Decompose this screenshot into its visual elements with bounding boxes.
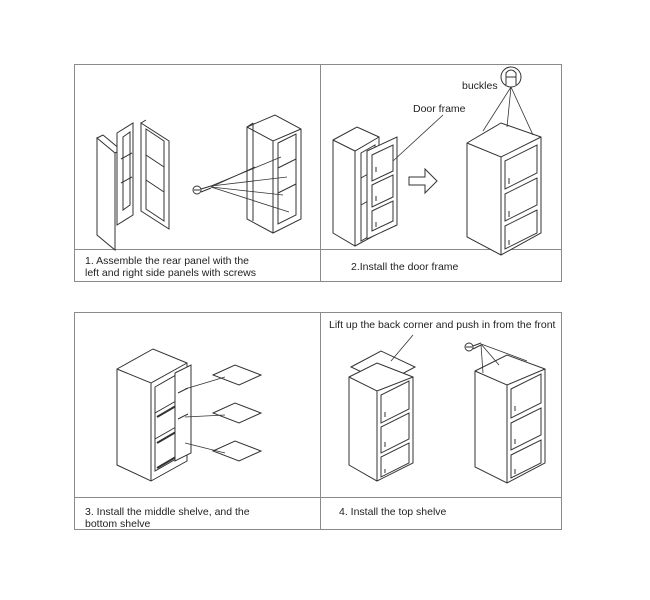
door-frame-pointer-line <box>393 115 443 161</box>
screw-icon <box>193 186 211 194</box>
lift-up-label: Lift up the back corner and push in from… <box>329 319 556 331</box>
step-4-caption: 4. Install the top shelve <box>339 506 447 518</box>
step-4-illustration <box>75 313 563 497</box>
cabinet-with-doors <box>467 123 541 255</box>
shelf-pieces <box>213 365 261 461</box>
steps-panel-top: buckles Door frame 1. Assemble the rear … <box>74 64 562 282</box>
step-1-illustration <box>75 65 320 249</box>
rear-panel <box>117 123 133 225</box>
cabinet-top-lifted <box>349 351 415 481</box>
step-3-illustration <box>75 313 320 497</box>
door-frame-label: Door frame <box>413 103 466 115</box>
buckle-detail-icon <box>501 67 521 87</box>
step-2-caption: 2.Install the door frame <box>351 261 459 273</box>
frame-with-door-frame <box>333 127 397 246</box>
buckles-label: buckles <box>462 80 498 92</box>
lift-pointer-line <box>391 335 413 361</box>
steps-panel-bottom: Lift up the back corner and push in from… <box>74 312 562 530</box>
cabinet-open-front <box>117 349 191 481</box>
completed-cabinet <box>475 355 545 483</box>
panel-divider-vertical <box>320 313 321 529</box>
panel-divider-vertical <box>320 65 321 281</box>
assembled-frame <box>247 115 301 233</box>
screw-icon <box>465 343 481 351</box>
panel-divider-horizontal <box>75 249 561 250</box>
top-screw-pointer-lines <box>481 344 527 373</box>
side-panel-right <box>141 120 169 229</box>
right-arrow-icon <box>409 169 437 193</box>
step-3-caption: 3. Install the middle shelve, and the bo… <box>85 506 250 530</box>
shelf-pointer-lines <box>185 377 225 453</box>
panel-divider-horizontal <box>75 497 561 498</box>
step-1-caption: 1. Assemble the rear panel with the left… <box>85 255 256 279</box>
step-2-illustration <box>75 65 563 249</box>
buckle-pointer-lines <box>483 87 533 135</box>
screw-pointer-lines <box>211 157 289 212</box>
